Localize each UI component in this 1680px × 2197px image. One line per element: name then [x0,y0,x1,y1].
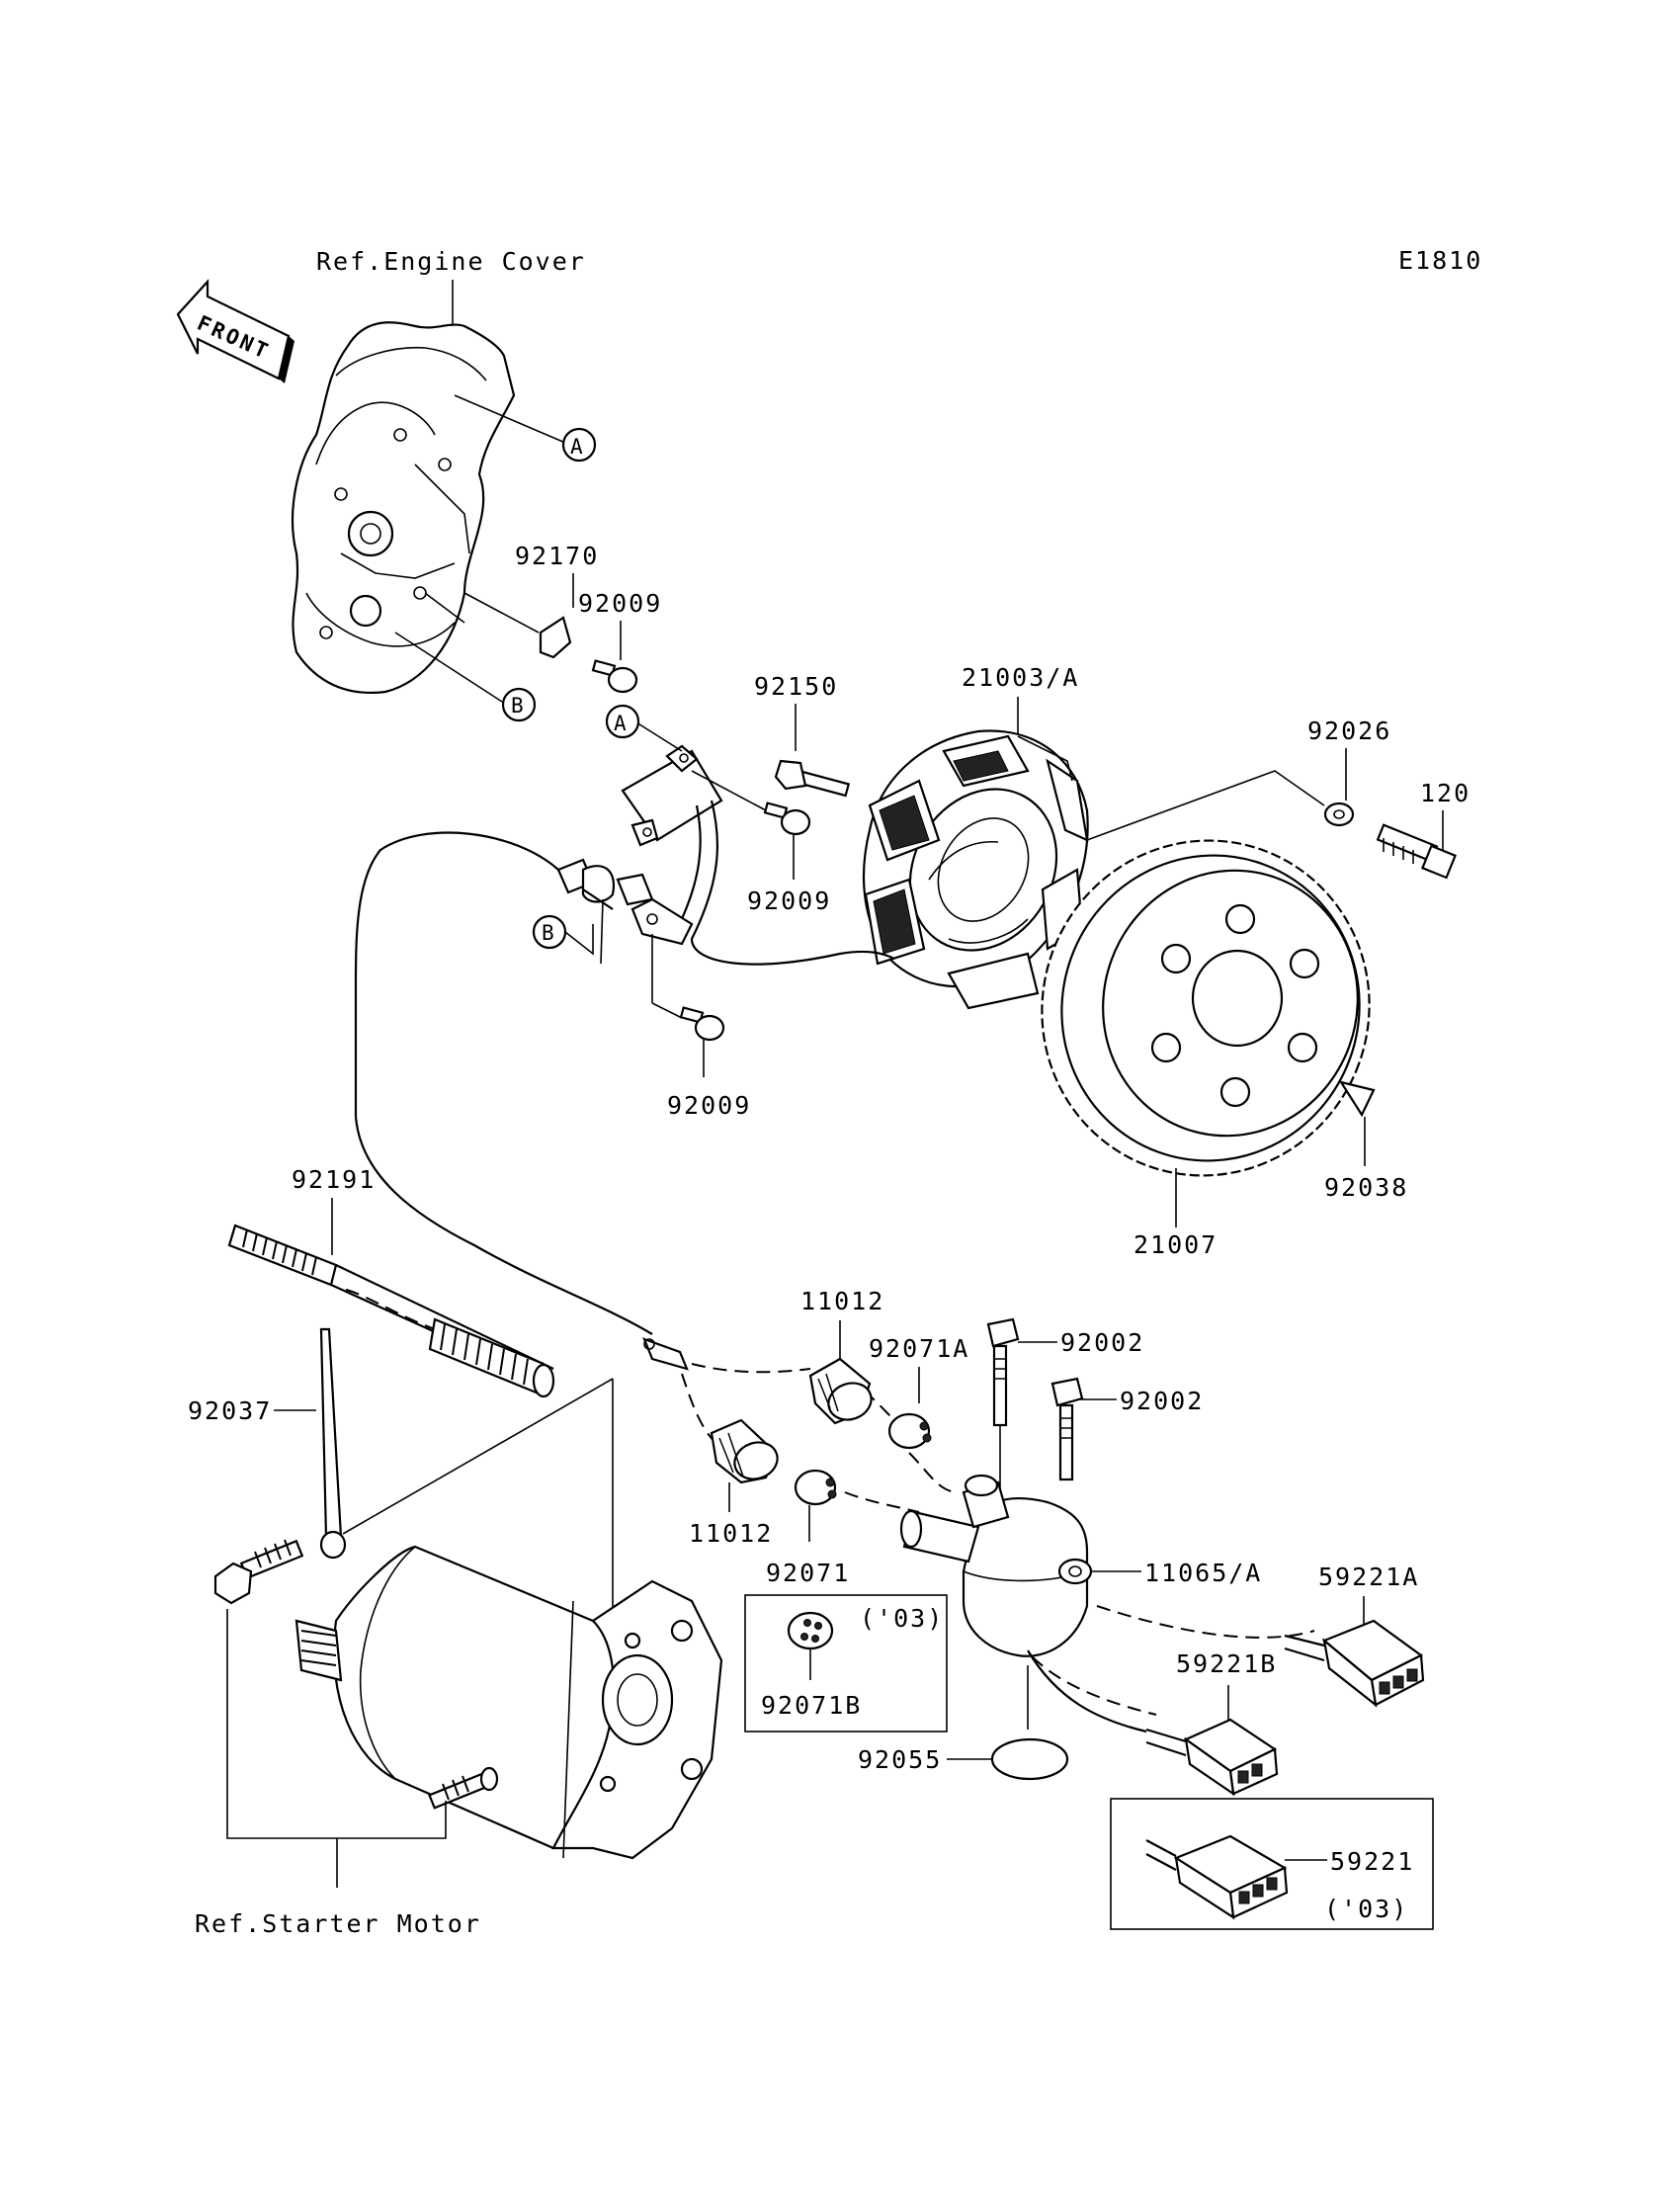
label-92150: 92150 [754,672,838,701]
part-92002-a [986,1317,1020,1427]
part-92055-oring [990,1737,1069,1781]
callout-a-cover: A [561,427,597,463]
inset-box-59221 [1110,1798,1434,1930]
part-92009-top [591,659,638,694]
part-59221a-connector [1284,1619,1425,1708]
callout-b-grommet: B [532,914,567,950]
starter-bolt-upper [213,1539,304,1605]
label-59221: 59221 [1330,1847,1414,1876]
label-59221b: 59221B [1176,1649,1277,1678]
label-11065a: 11065/A [1144,1559,1262,1587]
wire-grommet [556,858,694,946]
label-92009-mid: 92009 [747,887,831,915]
engine-cover-drawing [291,321,516,694]
part-59221-connector [1145,1834,1289,1920]
callout-a-cover-leader [454,394,566,444]
label-92071: 92071 [766,1559,850,1587]
wire-harness [354,831,653,1335]
part-120-bolt [1376,823,1457,880]
inset-box-92071b [744,1594,948,1732]
part-21007-flywheel [1041,839,1371,1177]
label-92191: 92191 [292,1165,376,1194]
label-92071b: 92071B [761,1691,862,1720]
part-11012-top [808,1357,873,1425]
callout-b-cover: B [501,687,537,722]
label-92170: 92170 [515,542,599,570]
label-92037: 92037 [188,1396,272,1425]
label-11012-top: 11012 [800,1287,884,1315]
part-92071b [787,1611,834,1650]
starter-motor-drawing [294,1545,723,1860]
part-92191-rod [227,1224,555,1398]
part-92009-low [679,1006,725,1042]
diagram-code: E1810 [1398,246,1482,275]
label-120: 120 [1420,779,1470,807]
part-92037-band [319,1327,347,1560]
part-11065a-housing [899,1474,1093,1657]
part-11012-low [710,1418,779,1484]
callout-b-cover-leader [394,632,503,703]
part-92038-key [1338,1080,1376,1118]
label-92038: 92038 [1324,1173,1408,1202]
ref-engine-cover-label: Ref.Engine Cover [316,247,586,276]
label-92002-b: 92002 [1120,1387,1204,1415]
label-21007: 21007 [1134,1230,1218,1259]
label-92009-low: 92009 [667,1091,751,1120]
part-21003a-stator [862,729,1089,1010]
label-92055: 92055 [858,1745,942,1774]
svg-text:A: A [570,435,583,459]
part-92026-washer [1323,802,1355,827]
label-21003a: 21003/A [962,663,1079,692]
svg-text:A: A [614,712,627,735]
svg-text:B: B [511,694,524,718]
part-92009-mid [763,802,811,836]
part-92071 [794,1469,837,1506]
label-92026: 92026 [1307,717,1391,745]
front-arrow-icon: FRONT [176,279,294,383]
part-59221b-connector [1145,1718,1279,1797]
label-59221a: 59221A [1318,1563,1419,1591]
starter-bolt-lower [428,1766,499,1810]
label-11012-low: 11012 [689,1519,773,1548]
label-92002-a: 92002 [1060,1328,1144,1357]
part-92170 [539,616,572,659]
label-92009-top: 92009 [578,589,662,618]
part-92071a [887,1412,932,1450]
label-03-a: ('03) [860,1604,944,1633]
callout-a-bracket: A [605,704,640,739]
part-92002-b [1050,1377,1084,1481]
ref-starter-motor-label: Ref.Starter Motor [195,1909,481,1938]
svg-text:B: B [542,921,554,945]
label-92071a: 92071A [869,1334,969,1363]
label-03-b: ('03) [1324,1895,1408,1923]
part-92150 [774,759,851,798]
pickup-coil-bracket [621,744,723,847]
